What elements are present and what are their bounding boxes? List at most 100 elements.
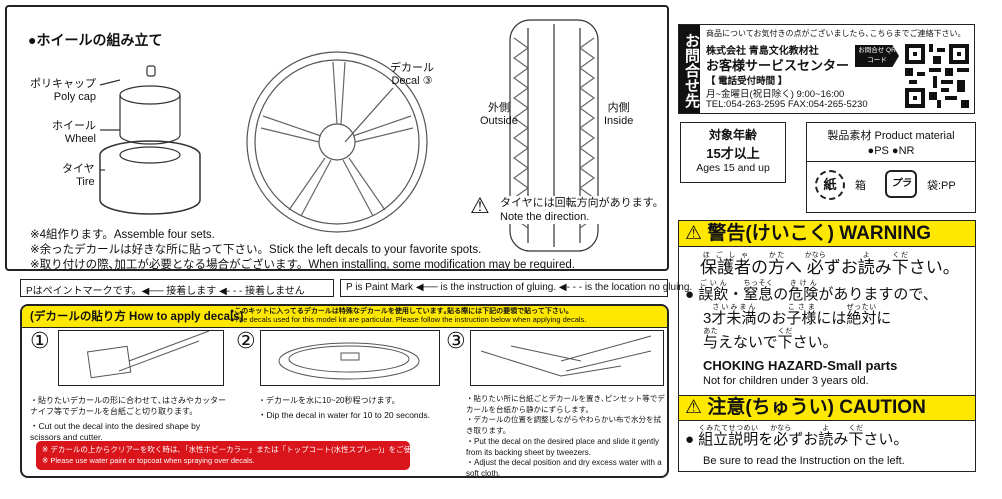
choking-age: Not for children under 3 years old. xyxy=(703,375,869,387)
step-3-text: ・貼りたい所に台紙ごとデカールを置き､ピンセット等でデカールを台紙から静かにずら… xyxy=(466,394,666,479)
step-1-en: ・Cut out the decal into the desired shap… xyxy=(30,421,201,442)
furigana-word: 読よ xyxy=(818,425,834,448)
caution-en: Be sure to read the Instruction on the l… xyxy=(703,455,905,467)
qr-label: お問合せ QRコード xyxy=(855,45,899,67)
direction-note: タイヤには回転方向があります。 Note the direction. xyxy=(500,196,664,224)
tel-fax: TEL:054-263-2595 FAX:054-265-5230 xyxy=(706,99,868,110)
warning-line: 与あたえないで下ください。 xyxy=(703,328,838,351)
furigana-word: 子様こさま xyxy=(786,304,817,327)
age-jp1: 対象年齢 xyxy=(708,128,757,142)
age-jp2: 15才以上 xyxy=(706,146,760,161)
warning-header: ⚠ 警告(けいこく) WARNING xyxy=(679,221,975,247)
decal-intro-en: ●The decals used for this model kit are … xyxy=(230,315,587,324)
contact-side-label: お問合せ先 xyxy=(679,25,700,113)
furigana-word: 組立説明くみたてせつめい xyxy=(698,425,759,448)
furigana-word: 絶対ぜったい xyxy=(846,304,877,327)
outside-en: Outside xyxy=(480,115,518,127)
wheel-en: Wheel xyxy=(64,133,96,145)
legend-jp: Pはペイントマークです。◀── 接着します ◀- - - 接着しません xyxy=(20,279,334,297)
step-3-en: ・Put the decal on the desired place and … xyxy=(466,437,662,478)
step-1-text: ・貼りたいデカールの形に合わせて､はさみやカッターナイフ等でデカールを台紙ごと切… xyxy=(30,395,230,443)
box-material: 箱 xyxy=(855,180,866,192)
step-3-illustration xyxy=(470,330,664,386)
legend-jp-text: Pはペイントマークです。◀── 接着します ◀- - - 接着しません xyxy=(26,286,305,297)
wheel-jp: ホイール xyxy=(52,120,96,132)
qr-code[interactable] xyxy=(905,44,969,108)
furigana-word: 保護者ほごしゃ xyxy=(700,252,751,277)
warning-triangle-icon: ⚠ xyxy=(470,193,490,218)
step-2-illustration xyxy=(260,330,440,386)
parts-exploded-illustration xyxy=(99,65,201,215)
direction-jp: タイヤには回転方向があります。 xyxy=(500,197,664,209)
step-2-text: ・デカールを水に10~20秒程つけます。・Dip the decal in wa… xyxy=(258,395,438,421)
decal-en: Decal xyxy=(391,75,420,87)
direction-en: Note the direction. xyxy=(500,211,590,223)
furigana-word: 与あた xyxy=(703,328,719,351)
inside-en: Inside xyxy=(604,115,634,127)
step-3-number: ③ xyxy=(446,328,466,353)
outside-jp: 外側 xyxy=(487,102,510,114)
furigana-word: 下くだ xyxy=(891,252,909,277)
paper-recycle-icon: 紙 xyxy=(815,170,845,200)
warning-line: ● 誤飲ごいん・窒息ちっそくの危険きけんがありますので、 xyxy=(685,280,938,303)
decal-number: ③ xyxy=(422,75,433,87)
furigana-word: 危険きけん xyxy=(788,280,819,303)
notice-en: ※ Please use water paint or topcoat when… xyxy=(42,456,255,465)
furigana-word: 方かた xyxy=(768,252,785,277)
legend-en-text: P is Paint Mark ◀── is the instruction o… xyxy=(346,282,693,293)
warning-line: 保護者ほごしゃの方かたへ 必かならずお読よみ下ください。 xyxy=(700,252,960,277)
caution-icon: ⚠ xyxy=(685,397,708,418)
furigana-word: 読よ xyxy=(857,252,875,277)
warning-panel xyxy=(678,220,976,472)
step-1-jp: ・貼りたいデカールの形に合わせて､はさみやカッターナイフ等でデカールを台紙ごと切… xyxy=(30,396,226,416)
decal-spray-notice: ※ デカールの上からクリアーを吹く時は､「水性ホビーカラー」または「トップコート… xyxy=(36,441,410,470)
choking-hazard: CHOKING HAZARD-Small parts xyxy=(703,358,898,373)
hours-label: 【 電話受付時間 】 xyxy=(706,76,788,87)
step-1-number: ① xyxy=(30,328,50,353)
step-2-number: ② xyxy=(236,328,256,353)
age-panel: 対象年齢 15才以上 Ages 15 and up xyxy=(680,122,786,183)
warning-icon: ⚠ xyxy=(685,223,708,244)
hours: 月~金曜日(祝日除く) 9:00~16:00 xyxy=(706,89,845,100)
furigana-word: 下くだ xyxy=(848,425,864,448)
company-name: 株式会社 青島文化教材社 xyxy=(706,46,819,57)
furigana-word: 才未満さいみまん xyxy=(711,304,757,327)
assembly-note: ※4組作ります。Assemble four sets. xyxy=(30,229,215,241)
furigana-word: 窒息ちっそく xyxy=(743,280,774,303)
furigana-word: 下くだ xyxy=(777,328,793,351)
assembly-note: ※取り付けの際､加工が必要となる場合がございます。When installing… xyxy=(30,259,575,271)
assembly-note: ※余ったデカールは好きな所に貼って下さい。Stick the left deca… xyxy=(30,244,482,256)
step-1-illustration xyxy=(58,330,224,386)
material-panel: 製品素材 Product material ●PS ●NR 紙 箱 プラ 袋:P… xyxy=(806,122,976,213)
wheel-decal-illustration xyxy=(246,51,428,233)
notice-jp: ※ デカールの上からクリアーを吹く時は､「水性ホビーカラー」または「トップコート… xyxy=(42,445,410,454)
step-3-jp: ・貼りたい所に台紙ごとデカールを置き､ピンセット等でデカールを台紙から静かにずら… xyxy=(466,394,665,435)
decal-intro-jp: ●このキットに入ってるデカールは特殊なデカールを使用しています｡貼る際には下記の… xyxy=(230,308,573,315)
furigana-word: 必かなら xyxy=(804,252,826,277)
legend-en: P is Paint Mark ◀── is the instruction o… xyxy=(340,279,692,297)
age-en: Ages 15 and up xyxy=(696,162,770,174)
poly-cap-jp: ポリキャップ xyxy=(30,78,96,90)
tire-jp: タイヤ xyxy=(62,163,95,175)
contact-intro: 商品についてお気付きの点がございましたら､こちらまでご連絡下さい。 xyxy=(706,29,966,38)
poly-cap-en: Poly cap xyxy=(53,91,96,103)
contact-panel xyxy=(678,24,975,114)
furigana-word: 必かなら xyxy=(770,425,792,448)
service-center: お客様サービスセンター xyxy=(706,58,850,73)
decal-instructions-panel xyxy=(20,304,669,478)
decal-jp: デカール xyxy=(390,62,434,74)
step-2-en: ・Dip the decal in water for 10 to 20 sec… xyxy=(258,410,430,420)
plastic-recycle-icon: プラ xyxy=(885,170,917,198)
tire-en: Tire xyxy=(76,176,95,188)
bag-material: 袋:PP xyxy=(927,180,956,192)
assembly-panel xyxy=(5,5,669,271)
step-2-jp: ・デカールを水に10~20秒程つけます。 xyxy=(258,396,400,405)
caution-title: 注意(ちゅうい) CAUTION xyxy=(707,397,926,418)
furigana-word: 誤飲ごいん xyxy=(698,280,729,303)
caution-line: ● 組立説明くみたてせつめいを必かならずお読よみ下ください。 xyxy=(685,425,909,448)
